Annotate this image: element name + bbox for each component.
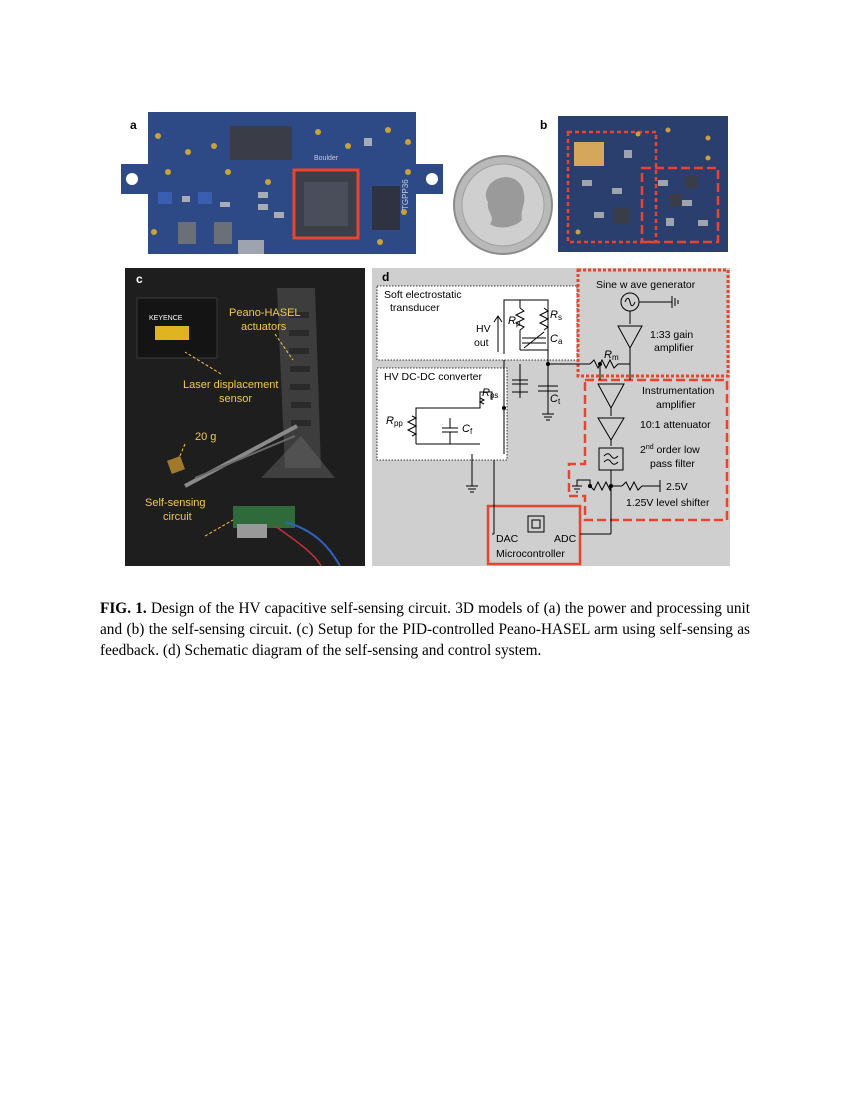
panel-label-d: d <box>382 270 390 284</box>
panel-a: Boulder TGPP36 <box>118 112 446 254</box>
panel-label-b: b <box>540 118 548 132</box>
caption-label: FIG. 1. <box>100 600 147 617</box>
adc-label: ADC <box>554 533 577 545</box>
filter-label-1: 2nd order low <box>640 444 700 456</box>
panel-label-c: c <box>136 272 143 286</box>
schematic-diagram: Soft electrostatic transducer HV out HV … <box>376 268 730 566</box>
out-label: out <box>474 337 489 349</box>
hv-label: HV <box>476 323 491 335</box>
v25-label: 2.5V <box>666 481 688 493</box>
ca-label: Ca <box>550 333 563 346</box>
figure-caption: FIG. 1. Design of the HV capacitive self… <box>100 598 750 661</box>
rpp-label: Rpp <box>386 415 403 428</box>
caption-text: Design of the HV capacitive self-sensing… <box>100 600 750 659</box>
ct-label: Ct <box>550 393 561 406</box>
inst-amp-label-2: amplifier <box>656 399 696 411</box>
setup-photo: KEYENCE Peano-HASEL actuators Laser disp… <box>136 288 341 566</box>
dac-label: DAC <box>496 533 519 545</box>
pcb-power-processing-image: Boulder TGPP36 <box>121 112 443 254</box>
rs-label: Rs <box>550 309 562 322</box>
panel-d: Soft electrostatic transducer HV out HV … <box>372 268 730 566</box>
panel-c: KEYENCE Peano-HASEL actuators Laser disp… <box>125 268 365 566</box>
rps-label: Rps <box>482 387 498 400</box>
quarter-coin <box>452 154 554 256</box>
mcu-label: Microcontroller <box>496 548 565 560</box>
transducer-label-1: Soft electrostatic <box>384 289 462 301</box>
mass-label: 20 g <box>195 431 216 443</box>
rm-label: Rm <box>604 349 619 362</box>
converter-label: HV DC-DC converter <box>384 371 483 383</box>
rp-label: Rp <box>508 315 521 328</box>
panel-label-a: a <box>130 118 137 132</box>
gain-label-2: amplifier <box>654 342 694 354</box>
circuit-label-1: Self-sensing <box>145 497 206 509</box>
panel-b <box>558 116 728 252</box>
attenuator-label: 10:1 attenuator <box>640 419 711 431</box>
cf-label: Cf <box>462 423 473 436</box>
actuators-label-1: Peano-HASEL <box>229 307 301 319</box>
board-logo-text: Boulder <box>314 155 339 162</box>
gain-label-1: 1:33 gain <box>650 329 693 341</box>
coin-image <box>453 155 553 255</box>
circuit-label-2: circuit <box>163 511 192 523</box>
filter-label-2: pass filter <box>650 458 695 470</box>
sine-generator-label: Sine w ave generator <box>596 279 696 291</box>
board-part-text: TGPP36 <box>401 179 410 210</box>
shifter-label: 1.25V level shifter <box>626 497 710 509</box>
actuators-label-2: actuators <box>241 321 287 333</box>
sensor-label-2: sensor <box>219 393 252 405</box>
sensor-brand-text: KEYENCE <box>149 315 183 322</box>
pcb-self-sensing-image <box>566 127 720 244</box>
inst-amp-label-1: Instrumentation <box>642 385 715 397</box>
sensor-label-1: Laser displacement <box>183 379 278 391</box>
transducer-label-2: transducer <box>390 302 440 314</box>
